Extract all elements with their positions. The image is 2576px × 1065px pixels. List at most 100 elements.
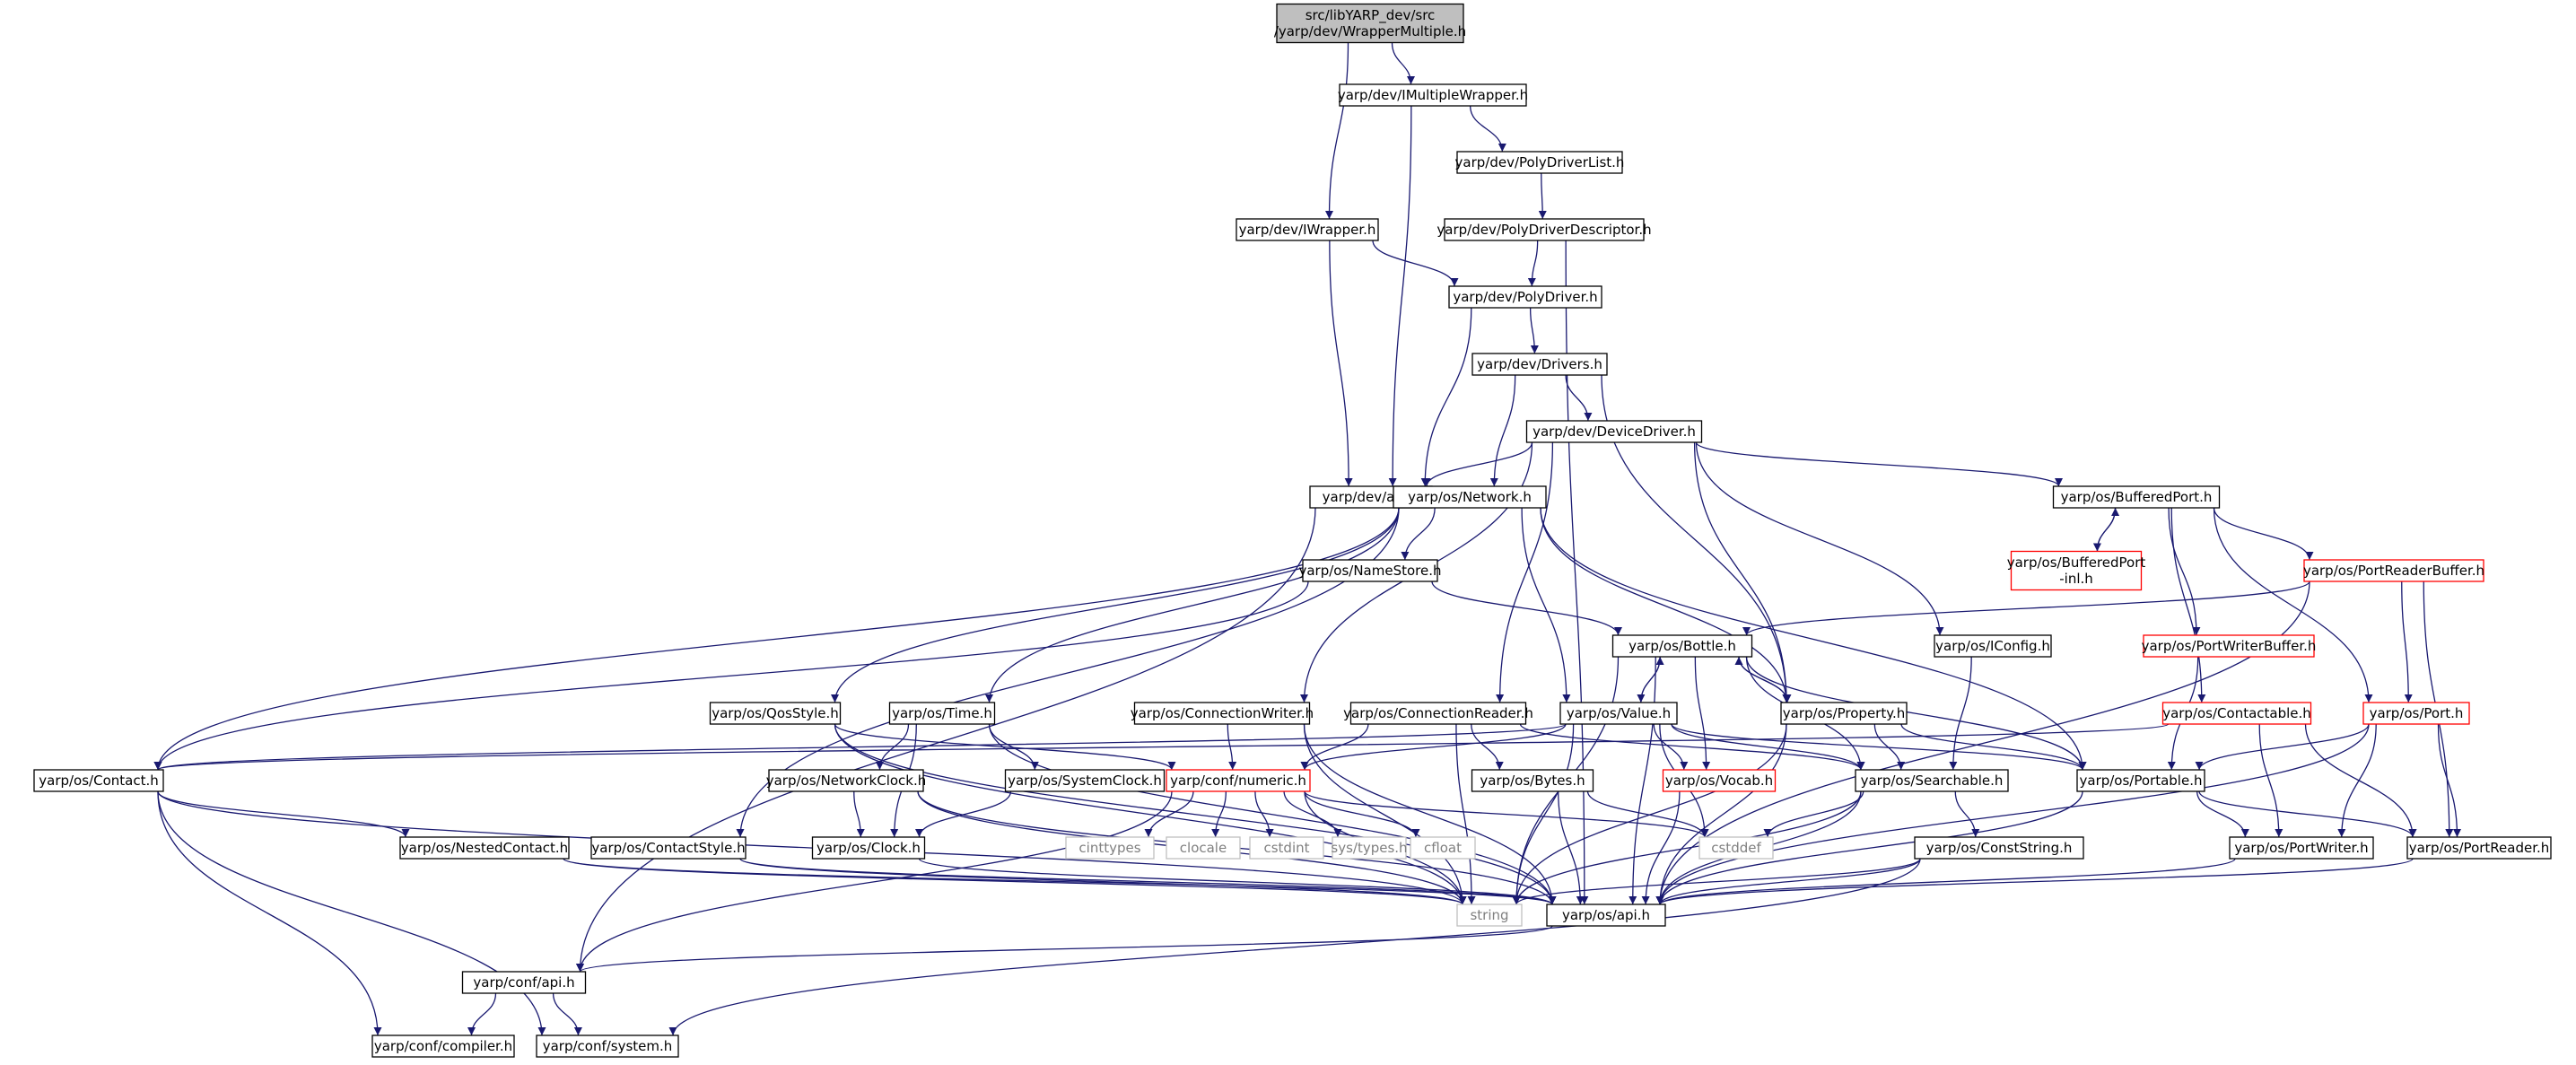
node-label-portwriterbuffer: yarp/os/PortWriterBuffer.h [2142,638,2317,654]
node-label-namestore: yarp/os/NameStore.h [1298,563,1441,579]
node-system[interactable]: yarp/conf/system.h [536,1034,679,1058]
node-box-namestore [1302,559,1438,582]
edge-bytes-to-cstddef [1586,790,1709,838]
node-portable[interactable]: yarp/os/Portable.h [2076,769,2205,792]
edge-network-to-property [1540,507,1791,703]
node-port[interactable]: yarp/os/Port.h [2362,702,2470,725]
node-box-bottle [1611,634,1753,658]
edge-numeric-to-cstddef [1304,790,1709,838]
node-time[interactable]: yarp/os/Time.h [888,702,996,725]
node-polydriverlist[interactable]: yarp/dev/PolyDriverList.h [1455,151,1625,174]
edge-bufferedport-to-portwriterbuffer [2168,507,2201,636]
node-box-portreaderbuffer [2303,559,2484,582]
node-bytes[interactable]: yarp/os/Bytes.h [1471,769,1594,792]
node-namestore[interactable]: yarp/os/NameStore.h [1298,559,1442,582]
node-label-portreaderbuffer: yarp/os/PortReaderBuffer.h [2303,563,2484,579]
node-network[interactable]: yarp/os/Network.h [1393,485,1547,509]
node-label-systypes: sys/types.h [1331,840,1407,856]
node-devicedriver[interactable]: yarp/dev/DeviceDriver.h [1525,420,1703,443]
node-label-compiler: yarp/conf/compiler.h [374,1038,512,1054]
node-confapi[interactable]: yarp/conf/api.h [461,971,587,994]
node-portreader[interactable]: yarp/os/PortReader.h [2406,836,2552,860]
node-label-devicedriver: yarp/dev/DeviceDriver.h [1533,423,1696,440]
node-bufferedport[interactable]: yarp/os/BufferedPort.h [2052,485,2221,509]
edge-portreaderbuffer-to-port [2401,581,2413,703]
edge-value-to-contact [154,723,1567,771]
node-label-networkclock: yarp/os/NetworkClock.h [766,773,927,789]
node-label-cstdint: cstdint [1263,840,1309,856]
edge-port-to-osapi [1655,723,2370,905]
node-box-cstdint [1249,836,1324,860]
edge-drivers-to-network [1489,374,1516,487]
edge-connectionreader-to-searchable [1519,723,1865,771]
node-vocab[interactable]: yarp/os/Vocab.h [1662,769,1777,792]
edge-bottle-to-osapi [1629,656,1656,905]
node-label-iconfig: yarp/os/IConfig.h [1935,638,2050,654]
node-conststring[interactable]: yarp/os/ConstString.h [1914,836,2084,860]
node-contact[interactable]: yarp/os/Contact.h [33,769,164,792]
node-contactable[interactable]: yarp/os/Contactable.h [2161,702,2312,725]
edge-polydriverdescriptor-to-polydriver [1527,240,1539,287]
node-box-qosstyle [709,702,842,725]
edge-nestedcontact-to-osapi [563,858,1557,905]
node-connectionreader[interactable]: yarp/os/ConnectionReader.h [1343,702,1533,725]
node-qosstyle[interactable]: yarp/os/QosStyle.h [709,702,842,725]
edge-connectionwriter-to-osapi [1303,723,1557,905]
edge-connectionreader-to-bytes [1471,723,1504,771]
node-portwriterbuffer[interactable]: yarp/os/PortWriterBuffer.h [2142,634,2317,658]
node-nestedcontact[interactable]: yarp/os/NestedContact.h [399,836,570,860]
edge-conststring-to-osapi [1655,858,1921,905]
node-clock[interactable]: yarp/os/Clock.h [811,836,926,860]
edge-confapi-to-compiler [467,992,497,1036]
node-box-portwriter [2229,836,2374,860]
edge-port-to-portreader [2437,723,2461,838]
node-value[interactable]: yarp/os/Value.h [1559,702,1678,725]
node-numeric[interactable]: yarp/conf/numeric.h [1166,769,1311,792]
node-imultiplewrapper[interactable]: yarp/dev/IMultipleWrapper.h [1338,83,1528,107]
node-label-network: yarp/os/Network.h [1408,489,1532,505]
node-box-bufferedport [2052,485,2221,509]
edge-contact-to-system [157,790,546,1036]
node-bottle[interactable]: yarp/os/Bottle.h [1611,634,1753,658]
edge-iconfig-to-searchable [1949,656,1972,771]
edge-nestedcontact-to-string [563,858,1467,905]
node-polydriver[interactable]: yarp/dev/PolyDriver.h [1448,285,1602,309]
node-label-root: src/libYARP_dev/src [1305,7,1436,24]
node-box-numeric [1166,769,1311,792]
edge-port-to-portwriter [2337,723,2377,838]
node-compiler[interactable]: yarp/conf/compiler.h [371,1034,515,1058]
edge-network-to-qosstyle [831,507,1400,703]
edge-numeric-to-clocale [1211,790,1227,838]
node-networkclock[interactable]: yarp/os/NetworkClock.h [766,769,927,792]
node-label-system: yarp/conf/system.h [543,1038,673,1054]
node-drivers[interactable]: yarp/dev/Drivers.h [1471,353,1608,376]
node-searchable[interactable]: yarp/os/Searchable.h [1855,769,2009,792]
edge-property-to-searchable [1873,723,1906,771]
node-osapi[interactable]: yarp/os/api.h [1546,904,1666,927]
node-label-portwriter: yarp/os/PortWriter.h [2234,840,2368,856]
node-contactstyle[interactable]: yarp/os/ContactStyle.h [590,836,747,860]
edge-polydriver-to-drivers [1529,307,1539,354]
node-bufferedportinl[interactable]: yarp/os/BufferedPort-inl.h [2007,550,2146,591]
node-polydriverdescriptor[interactable]: yarp/dev/PolyDriverDescriptor.h [1436,218,1652,241]
node-connectionwriter[interactable]: yarp/os/ConnectionWriter.h [1131,702,1314,725]
node-string: string [1456,904,1523,927]
node-systemclock[interactable]: yarp/os/SystemClock.h [1004,769,1166,792]
node-label-conststring: yarp/os/ConstString.h [1926,840,2073,856]
edge-polydriverdescriptor-to-osapi [1565,240,1589,905]
edge-clock-to-osapi [918,858,1557,905]
edge-iwrapper-to-polydriver [1372,240,1459,287]
node-iwrapper[interactable]: yarp/dev/IWrapper.h [1236,218,1379,241]
node-label-root: /yarp/dev/WrapperMultiple.h [1274,23,1466,39]
node-label-value: yarp/os/Value.h [1567,705,1671,721]
edge-contactstyle-to-osapi [739,858,1557,905]
node-label-qosstyle: yarp/os/QosStyle.h [712,705,839,721]
node-box-property [1780,702,1908,725]
node-iconfig[interactable]: yarp/os/IConfig.h [1934,634,2052,658]
node-box-devicedriver [1525,420,1703,443]
node-property[interactable]: yarp/os/Property.h [1780,702,1908,725]
node-portwriter[interactable]: yarp/os/PortWriter.h [2229,836,2374,860]
node-root: src/libYARP_dev/src/yarp/dev/WrapperMult… [1274,3,1466,44]
node-portreaderbuffer[interactable]: yarp/os/PortReaderBuffer.h [2303,559,2484,582]
edge-property-to-string [1512,723,1787,905]
